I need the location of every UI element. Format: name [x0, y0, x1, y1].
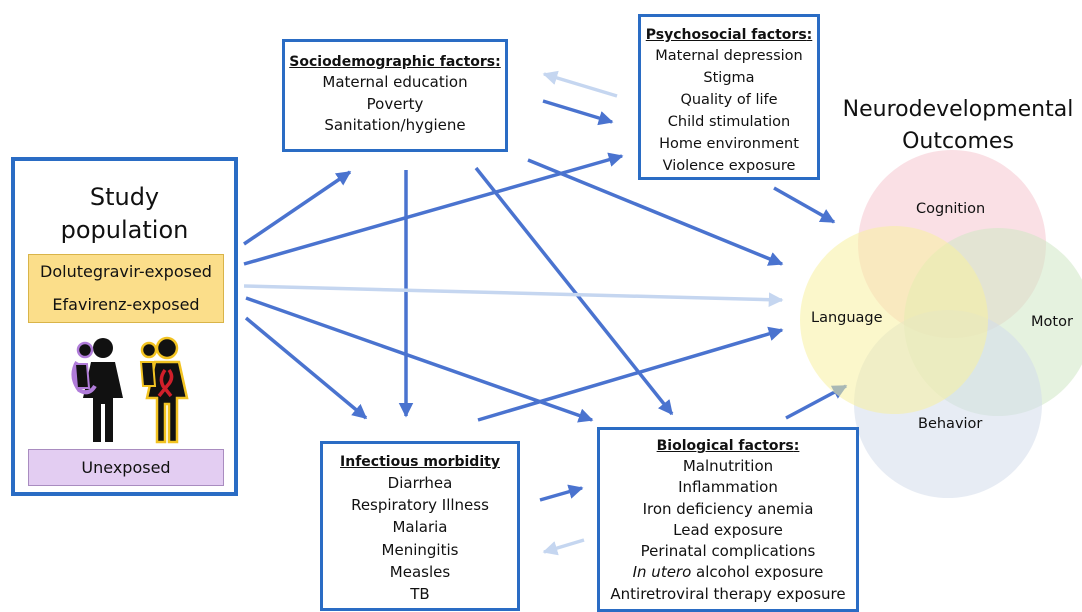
arrow-infect-to-outcomes [477, 326, 784, 422]
unexposed-label: Unexposed [28, 449, 224, 486]
arrow-study-to-outcomes-faint [243, 284, 784, 308]
alcohol-text: alcohol exposure [691, 563, 824, 582]
psycho-item: Home environment [659, 136, 799, 152]
mother-child-icon-left [71, 338, 123, 442]
venn-label-behavior: Behavior [918, 416, 983, 432]
arrow-psycho-to-outcomes [773, 186, 836, 224]
study-title-line1: Study [89, 183, 160, 211]
sociodemographic-box: Sociodemographic factors: Maternal educa… [282, 39, 508, 152]
sociodemographic-heading: Sociodemographic factors: [289, 54, 501, 70]
outcomes-title-line1: Neurodevelopmental [842, 97, 1074, 122]
arrow-bio-to-infect-faint [542, 538, 585, 556]
outcomes-title: Neurodevelopmental Outcomes [828, 94, 1082, 158]
efavirenz-label: Efavirenz-exposed [52, 295, 200, 314]
psycho-item: Quality of life [680, 92, 778, 108]
bio-item: Iron deficiency anemia [642, 499, 814, 518]
bio-item: Lead exposure [673, 520, 783, 539]
infect-item: Malaria [392, 518, 448, 537]
venn-label-cognition: Cognition [916, 201, 986, 217]
arrow-study-to-infect [244, 316, 368, 420]
psychosocial-box: Psychosocial factors: Maternal depressio… [638, 14, 820, 180]
in-utero-text: In utero [632, 563, 692, 582]
psycho-item: Maternal depression [655, 48, 803, 64]
socio-item: Maternal education [322, 73, 468, 91]
study-title-line2: population [60, 216, 189, 244]
psycho-item: Child stimulation [667, 114, 791, 130]
bio-item-alcohol: In utero alcohol exposure [600, 562, 856, 583]
arrow-infect-to-bio [539, 484, 584, 502]
mother-child-icon-right [139, 336, 189, 444]
infect-item: Meningitis [381, 540, 459, 559]
venn-label-motor: Motor [1031, 314, 1073, 330]
dolutegravir-label: Dolutegravir-exposed [40, 262, 212, 281]
infectious-heading: Infectious morbidity [340, 454, 500, 470]
infect-item: Diarrhea [387, 474, 453, 492]
arrow-socio-to-psycho [542, 99, 614, 126]
bio-item: Antiretroviral therapy exposure [610, 584, 846, 603]
exposed-groups-panel: Dolutegravir-exposed Efavirenz-exposed [28, 254, 224, 323]
infectious-morbidity-box: Infectious morbidity Diarrhea Respirator… [320, 441, 520, 611]
sociodemographic-heading-text: Sociodemographic factors [289, 54, 496, 70]
infect-item: TB [410, 585, 430, 604]
psychosocial-heading: Psychosocial factors: [645, 27, 813, 43]
arrow-psycho-to-socio-faint [542, 70, 618, 98]
bio-item: Malnutrition [682, 457, 774, 475]
outcomes-title-line2: Outcomes [902, 129, 1014, 154]
socio-item: Sanitation/hygiene [324, 116, 466, 134]
venn-language [800, 226, 988, 414]
study-title: Study population [15, 181, 234, 247]
psycho-item: Violence exposure [662, 158, 796, 174]
biological-heading-text: Biological factors [656, 438, 794, 454]
arrow-socio-to-outcomes [527, 158, 784, 266]
biological-factors-box: Biological factors: Malnutrition Inflamm… [597, 427, 859, 612]
infect-item: Respiratory Illness [351, 496, 489, 515]
venn-label-language: Language [811, 310, 883, 326]
bio-item: Perinatal complications [640, 542, 816, 561]
infect-item: Measles [389, 562, 451, 581]
psycho-item: Stigma [703, 70, 755, 86]
study-population-box: Study population Dolutegravir-exposed Ef… [11, 157, 238, 496]
bio-item: Inflammation [678, 478, 778, 497]
arrow-study-to-socio [243, 170, 352, 246]
psychosocial-heading-text: Psychosocial factors [645, 27, 807, 43]
biological-heading: Biological factors: [656, 438, 800, 454]
mother-child-icons [71, 336, 189, 444]
socio-item: Poverty [366, 94, 424, 113]
arrow-study-to-bio [245, 296, 594, 423]
